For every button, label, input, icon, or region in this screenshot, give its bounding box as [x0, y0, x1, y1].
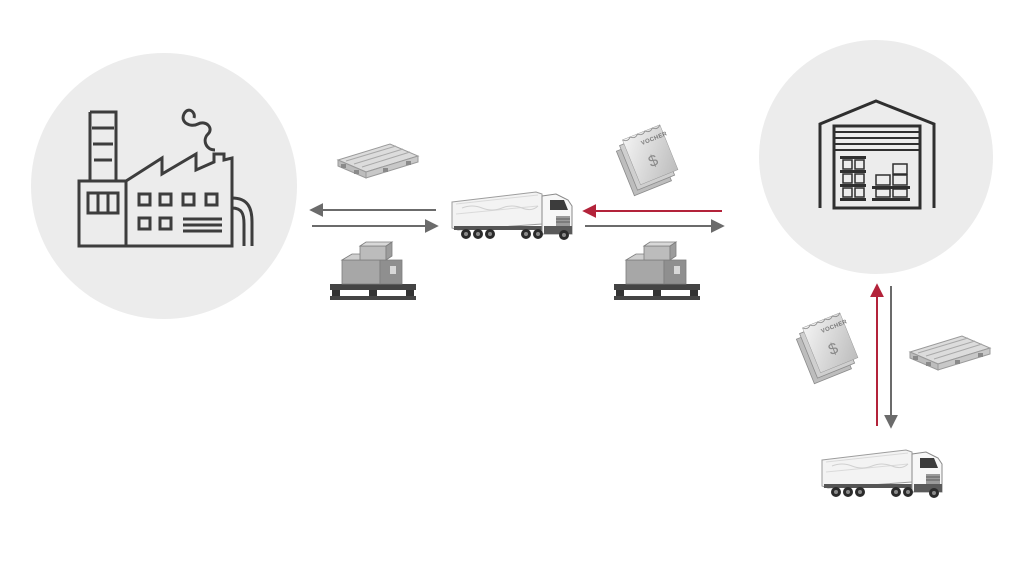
pallet-icon [337, 143, 419, 179]
truck-icon [451, 191, 573, 241]
factory-icon [77, 108, 254, 248]
voucher-icon: VOCHER $ [792, 312, 862, 385]
loaded-pallet-icon [613, 241, 701, 301]
pallet-icon [909, 335, 991, 371]
truck-icon [821, 449, 943, 499]
warehouse-node [759, 40, 993, 274]
warehouse-circle [759, 40, 993, 274]
factory-node [31, 53, 297, 319]
factory-circle [31, 53, 297, 319]
voucher-icon: VOCHER $ [612, 124, 682, 197]
loaded-pallet-icon [329, 241, 417, 301]
warehouse-icon [818, 99, 936, 210]
